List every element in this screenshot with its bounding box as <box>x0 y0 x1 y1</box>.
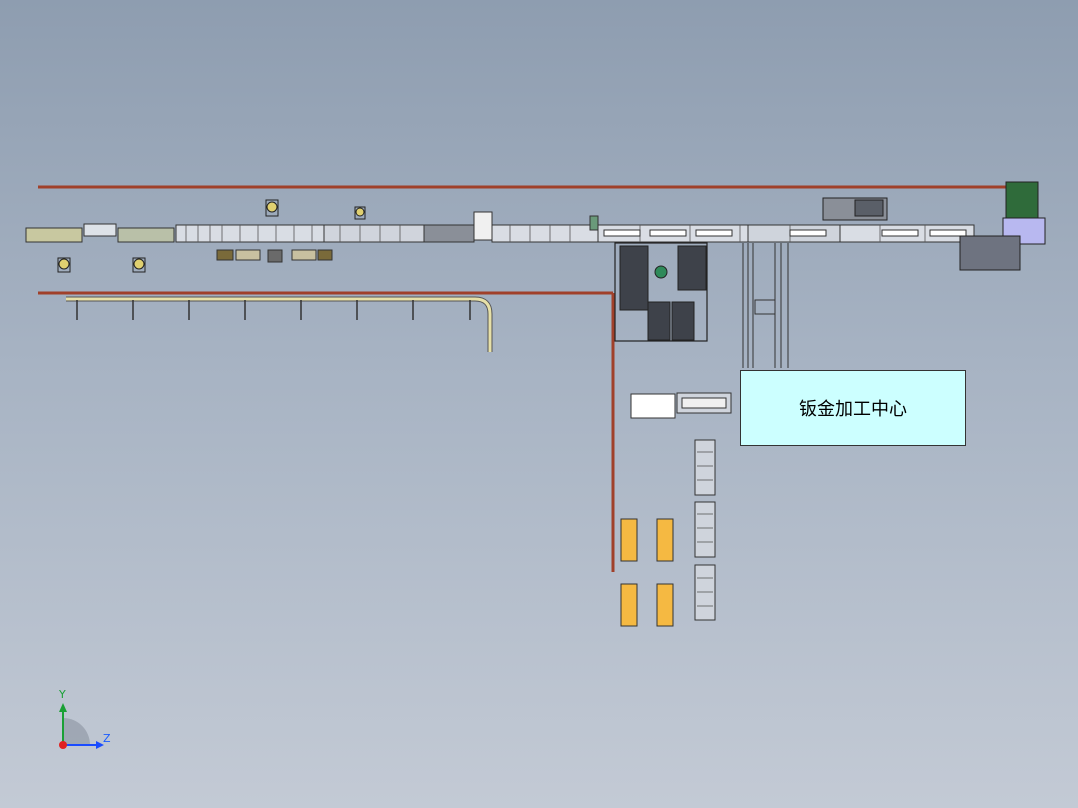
buffer-storage <box>614 242 708 342</box>
pallet <box>620 583 638 627</box>
pallet <box>620 518 638 562</box>
sheet-metal-center-box: 钣金加工中心 <box>740 370 966 446</box>
main-conveyor-line <box>25 211 975 243</box>
lower-area <box>630 392 732 621</box>
hanging-pipe <box>66 296 493 352</box>
material-pallets <box>620 518 674 627</box>
z-axis-label: Z <box>103 732 111 745</box>
pallet <box>656 583 674 627</box>
xyz-axis-triad-icon <box>59 703 104 749</box>
center-label: 钣金加工中心 <box>799 399 907 420</box>
overhead-rails <box>38 185 1008 572</box>
pipe-line <box>66 296 493 352</box>
y-axis-label: Y <box>59 688 66 701</box>
pallet <box>656 518 674 562</box>
vertical-transfer <box>742 243 789 368</box>
work-stations <box>216 249 333 263</box>
top-right-machine <box>822 181 1046 271</box>
robot-arm-icon <box>57 199 366 273</box>
